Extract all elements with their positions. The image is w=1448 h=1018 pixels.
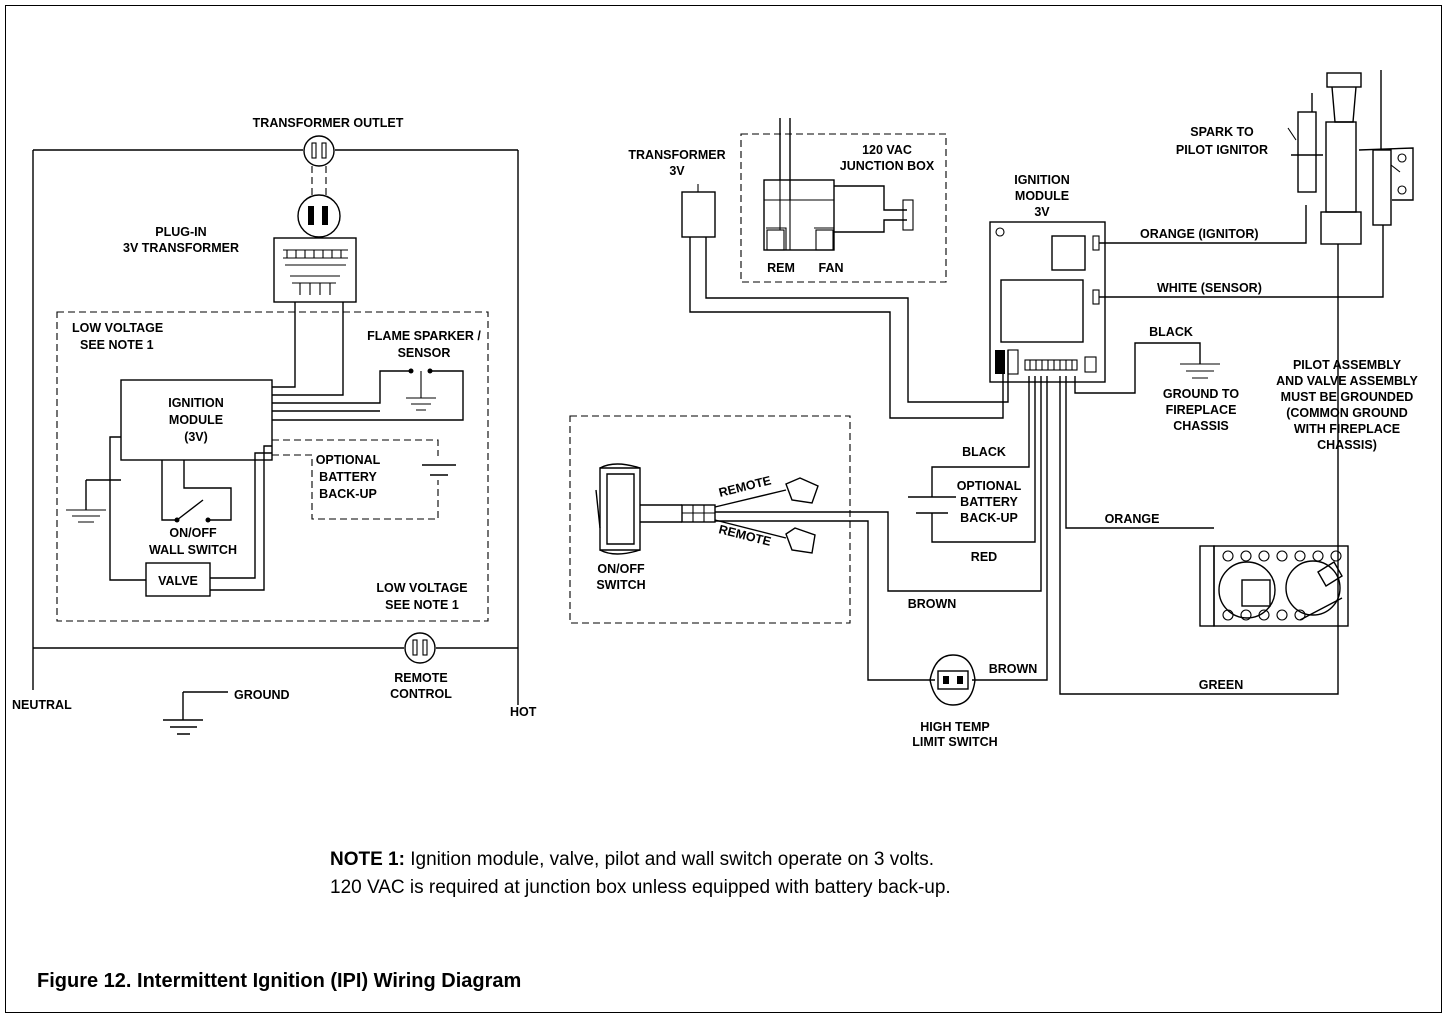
label-pilot-l1: PILOT ASSEMBLY [1293, 358, 1402, 372]
page-frame [5, 5, 1442, 1013]
label-ground-to-l3: CHASSIS [1173, 419, 1229, 433]
note-text-1: Ignition module, valve, pilot and wall s… [404, 849, 935, 870]
transformer-outlet-icon [303, 135, 335, 167]
label-orange-ignitor: ORANGE (IGNITOR) [1140, 227, 1259, 241]
label-opt-batt-right-l3: BACK-UP [960, 511, 1018, 525]
label-opt-batt-right-l1: OPTIONAL [957, 479, 1022, 493]
label-orange: ORANGE [1105, 512, 1160, 526]
label-green: GREEN [1199, 678, 1243, 692]
label-flame-sparker-l2: SENSOR [398, 346, 451, 360]
label-ign-right-l1: IGNITION [1014, 173, 1070, 187]
label-pilot-l2: AND VALVE ASSEMBLY [1276, 374, 1418, 388]
label-opt-batt-left-l2: BATTERY [319, 470, 377, 484]
label-spark-l2: PILOT IGNITOR [1176, 143, 1268, 157]
ignition-module-right [989, 221, 1106, 383]
figure-caption: Figure 12. Intermittent Ignition (IPI) W… [37, 970, 522, 992]
note-prefix: NOTE 1: [330, 849, 405, 870]
label-low-voltage-br-l2: SEE NOTE 1 [385, 598, 459, 612]
label-red: RED [971, 550, 997, 564]
label-ground-to-l1: GROUND TO [1163, 387, 1239, 401]
label-ign-right-l3: 3V [1034, 205, 1050, 219]
label-wall-switch-l1: ON/OFF [169, 526, 217, 540]
plugin-transformer-icon [273, 194, 357, 303]
label-transformer-right-l1: TRANSFORMER [628, 148, 725, 162]
left-schematic [32, 135, 519, 735]
label-ign-left-l1: IGNITION [168, 396, 224, 410]
label-opt-batt-left-l3: BACK-UP [319, 487, 377, 501]
label-neutral: NEUTRAL [12, 698, 72, 712]
high-temp-switch-icon [929, 654, 976, 706]
label-spark-l1: SPARK TO [1190, 125, 1254, 139]
note-block: NOTE 1: Ignition module, valve, pilot an… [330, 846, 951, 902]
label-remote-1: REMOTE [717, 473, 772, 500]
label-plugin-l1: PLUG-IN [155, 225, 206, 239]
label-high-temp-l2: LIMIT SWITCH [912, 735, 997, 749]
label-white-sensor: WHITE (SENSOR) [1157, 281, 1262, 295]
label-black-mid: BLACK [962, 445, 1006, 459]
label-ign-left-l2: MODULE [169, 413, 223, 427]
gas-valve-icon [1199, 545, 1349, 627]
label-remote-control-l2: CONTROL [390, 687, 452, 701]
label-transformer-right-l2: 3V [669, 164, 685, 178]
label-pilot-l5: WITH FIREPLACE [1294, 422, 1400, 436]
right-schematic [569, 70, 1414, 706]
label-low-voltage-tl1: LOW VOLTAGE [72, 321, 163, 335]
pilot-assembly-icon [1287, 70, 1414, 245]
label-transformer-outlet: TRANSFORMER OUTLET [253, 116, 404, 130]
label-ground-to-l2: FIREPLACE [1166, 403, 1237, 417]
junction-box-region [740, 133, 947, 283]
label-ground: GROUND [234, 688, 290, 702]
low-voltage-region [56, 311, 489, 622]
label-pilot-l6: CHASSIS) [1317, 438, 1377, 452]
label-fan: FAN [819, 261, 844, 275]
label-onoff-switch-l2: SWITCH [596, 578, 645, 592]
label-opt-batt-right-l2: BATTERY [960, 495, 1018, 509]
label-onoff-switch-l1: ON/OFF [597, 562, 645, 576]
label-wall-switch-l2: WALL SWITCH [149, 543, 237, 557]
label-ign-right-l2: MODULE [1015, 189, 1069, 203]
label-flame-sparker-l1: FLAME SPARKER / [367, 329, 481, 343]
label-pilot-l3: MUST BE GROUNDED [1281, 390, 1414, 404]
label-high-temp-l1: HIGH TEMP [920, 720, 989, 734]
transformer-plug-icon [681, 191, 716, 238]
label-junction-l2: JUNCTION BOX [840, 159, 935, 173]
valve-box [145, 562, 211, 597]
label-low-voltage-tl2: SEE NOTE 1 [80, 338, 154, 352]
label-pilot-l4: (COMMON GROUND [1286, 406, 1408, 420]
label-brown-1: BROWN [908, 597, 957, 611]
label-ign-left-l3: (3V) [184, 430, 208, 444]
fuse-icon [902, 199, 914, 231]
label-remote-control-l1: REMOTE [394, 671, 447, 685]
label-junction-l1: 120 VAC [862, 143, 912, 157]
rocker-switch-icon [595, 463, 716, 555]
note-line-2: 120 VAC is required at junction box unle… [330, 877, 951, 898]
remote-control-outlet-icon [404, 632, 436, 664]
label-plugin-l2: 3V TRANSFORMER [123, 241, 239, 255]
label-valve: VALVE [158, 574, 198, 588]
onoff-switch-region [569, 415, 851, 624]
label-rem: REM [767, 261, 795, 275]
label-hot: HOT [510, 705, 537, 719]
note-line-1: NOTE 1: Ignition module, valve, pilot an… [330, 846, 951, 874]
label-low-voltage-br-l1: LOW VOLTAGE [376, 581, 467, 595]
label-remote-2: REMOTE [717, 522, 772, 549]
label-brown-2: BROWN [989, 662, 1038, 676]
label-opt-batt-left-l1: OPTIONAL [316, 453, 381, 467]
label-black-top: BLACK [1149, 325, 1193, 339]
